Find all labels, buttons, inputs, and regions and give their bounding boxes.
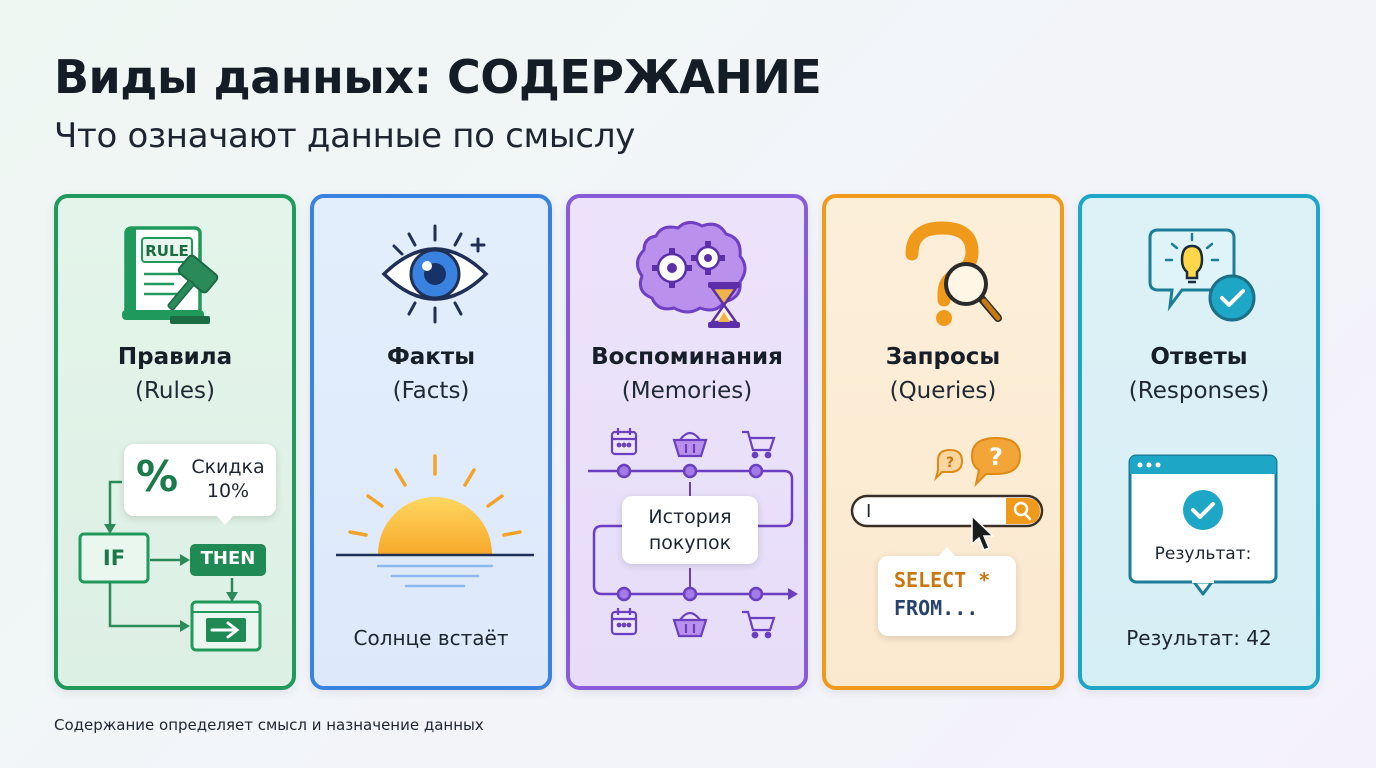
- card-responses: Ответы (Responses) Результат: Результат:…: [1078, 194, 1320, 690]
- timeline-dot: [682, 586, 698, 602]
- result-window: [1128, 454, 1278, 596]
- card-responses-title: Ответы: [1150, 344, 1248, 370]
- question-magnifier-icon: [905, 221, 1002, 326]
- card-facts-subtitle: (Facts): [392, 378, 470, 404]
- card-queries-subtitle: (Queries): [889, 378, 997, 404]
- rulebook-gavel-icon: [122, 226, 219, 324]
- result-value: Результат: 42: [1126, 626, 1272, 650]
- search-icon: [1013, 501, 1032, 521]
- timeline-dot: [616, 586, 632, 602]
- bubble-tail: [938, 547, 956, 557]
- eye-icon: [381, 224, 489, 324]
- card-memories-title: Воспоминания: [591, 344, 783, 370]
- rules-flow-connectors: [104, 480, 238, 632]
- basket-icon: [672, 431, 708, 458]
- search-input-value: I: [866, 501, 872, 522]
- result-window-label: Результат:: [1154, 544, 1252, 564]
- sunrise-icon: [336, 454, 534, 588]
- cart-icon: [742, 610, 776, 639]
- arrow-right-icon: [206, 618, 246, 642]
- svg-text:?: ?: [989, 443, 1003, 471]
- sql-code-bubble: SELECT * FROM...: [878, 547, 1016, 636]
- timeline-dot: [616, 463, 632, 479]
- card-facts-title: Факты: [386, 344, 476, 370]
- discount-line-1: Скидка: [191, 456, 265, 478]
- card-memories-subtitle: (Memories): [621, 378, 753, 404]
- card-responses-subtitle: (Responses): [1128, 378, 1270, 404]
- brain-gears-hourglass-icon: [636, 221, 747, 328]
- calendar-icon: [610, 608, 638, 636]
- card-queries: ? ? Запросы (Queries) I SELECT * FROM...: [822, 194, 1064, 690]
- discount-bubble: % Скидка 10%: [124, 444, 276, 525]
- card-facts: Факты (Facts) Солнце встаёт: [310, 194, 552, 690]
- question-bubbles-icon: ? ?: [934, 436, 1022, 488]
- facts-caption: Солнце встаёт: [353, 626, 509, 650]
- if-label: IF: [102, 546, 126, 570]
- percent-symbol: %: [136, 452, 179, 501]
- discount-line-2: 10%: [206, 480, 250, 502]
- timeline-dot: [682, 463, 698, 479]
- card-rules-title: Правила: [117, 344, 233, 370]
- page-title: Виды данных: СОДЕРЖАНИЕ: [54, 50, 822, 104]
- basket-icon: [672, 611, 708, 638]
- card-rules-subtitle: (Rules): [135, 378, 215, 404]
- timeline-dot: [748, 463, 764, 479]
- action-box: [190, 600, 262, 652]
- sql-line-1: SELECT *: [894, 568, 991, 592]
- check-circle-icon: [1183, 490, 1223, 530]
- svg-text:?: ?: [946, 455, 954, 471]
- timeline-dot: [748, 586, 764, 602]
- then-box: [190, 544, 266, 576]
- cart-icon: [742, 430, 776, 459]
- footer-note: Содержание определяет смысл и назначение…: [54, 716, 484, 734]
- bubble-tail: [216, 515, 234, 525]
- card-memories: Воспоминания (Memories) История покупок: [566, 194, 808, 690]
- search-box: [850, 494, 1044, 528]
- then-label: THEN: [200, 548, 256, 569]
- calendar-icon: [610, 428, 638, 456]
- bubble-line-2: покупок: [648, 532, 732, 554]
- cursor-pointer-icon: [971, 514, 995, 551]
- page-subtitle: Что означают данные по смыслу: [54, 116, 636, 156]
- card-queries-title: Запросы: [885, 344, 1001, 370]
- if-box: [78, 532, 150, 584]
- sql-line-2: FROM...: [894, 596, 979, 620]
- bubble-line-1: История: [648, 506, 732, 528]
- lightbulb-check-icon: [1148, 228, 1256, 322]
- rule-book-label: RULE: [145, 242, 189, 260]
- card-rules: RULE Правила (Rules) % Ски: [54, 194, 296, 690]
- purchase-history-bubble: История покупок: [622, 496, 758, 564]
